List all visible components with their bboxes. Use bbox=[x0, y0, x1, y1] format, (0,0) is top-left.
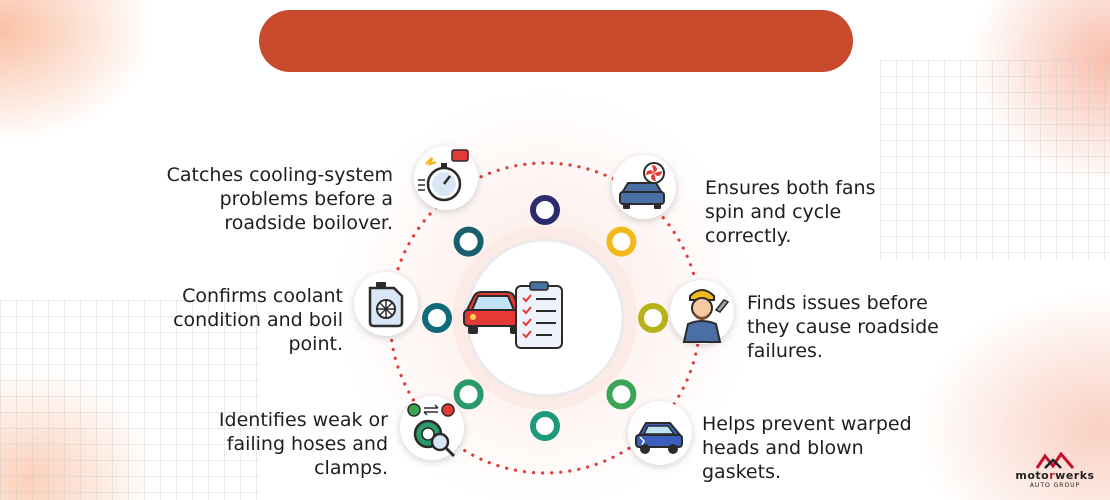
ring-marker bbox=[530, 411, 560, 441]
ring-marker bbox=[453, 226, 484, 257]
coolant-jug-icon bbox=[354, 272, 418, 336]
grid-pattern-right bbox=[880, 60, 1110, 260]
ring-marker bbox=[606, 226, 637, 257]
grid-pattern-left bbox=[0, 300, 260, 500]
ring-marker bbox=[530, 195, 560, 225]
feature-label-gaskets: Helps prevent warped heads and blown gas… bbox=[702, 413, 912, 483]
ring-marker bbox=[638, 303, 668, 333]
logo-brand-r: r bbox=[1049, 469, 1056, 482]
car-checklist-icon bbox=[463, 281, 563, 349]
feature-label-coolant: Confirms coolant condition and boil poin… bbox=[173, 285, 343, 355]
ring-marker bbox=[606, 379, 637, 410]
brand-logo: motorwerks AUTO GROUP bbox=[1010, 452, 1100, 492]
car-fan-icon bbox=[612, 155, 676, 219]
stopwatch-icon bbox=[414, 146, 478, 210]
inspection-gear-icon bbox=[400, 396, 464, 460]
feature-label-failures: Finds issues before they cause roadside … bbox=[747, 292, 939, 362]
ring-marker bbox=[453, 379, 484, 410]
feature-label-cooling: Catches cooling-system problems before a… bbox=[166, 164, 393, 234]
ring-marker bbox=[422, 303, 452, 333]
logo-mark-icon bbox=[1035, 452, 1075, 469]
logo-brand-a: moto bbox=[1015, 469, 1050, 482]
mechanic-icon bbox=[670, 280, 734, 344]
title-banner bbox=[259, 10, 853, 72]
feature-label-fans: Ensures both fans spin and cycle correct… bbox=[705, 177, 876, 247]
logo-brand-b: werks bbox=[1055, 469, 1095, 482]
feature-label-hoses: Identifies weak or failing hoses and cla… bbox=[218, 409, 388, 479]
logo-subtitle: AUTO GROUP bbox=[1029, 482, 1081, 489]
damaged-car-icon bbox=[628, 401, 692, 465]
